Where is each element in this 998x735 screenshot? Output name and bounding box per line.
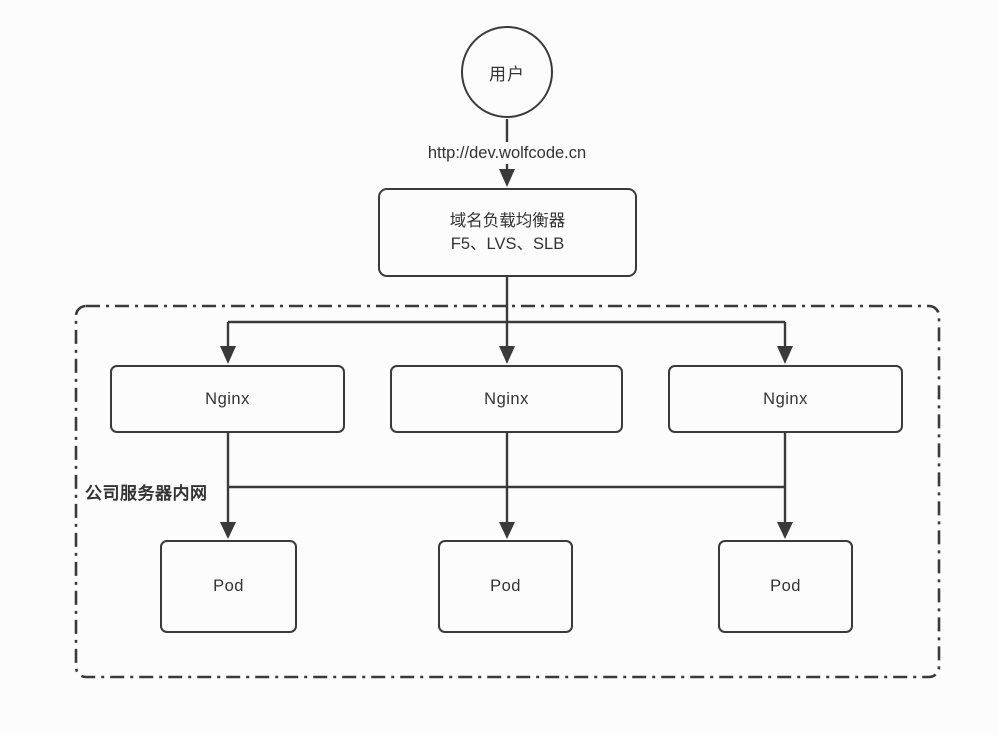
arrowhead-lb <box>499 169 515 187</box>
request-url-label: http://dev.wolfcode.cn <box>399 142 615 164</box>
nginx-node-2: Nginx <box>390 365 623 433</box>
pod-node-2: Pod <box>438 540 573 633</box>
arrowhead-pod-1 <box>220 522 236 539</box>
arrowhead-pod-2 <box>499 522 515 539</box>
nginx-node-1-label: Nginx <box>205 389 250 408</box>
pod-node-3: Pod <box>718 540 853 633</box>
load-balancer-subtitle: F5、LVS、SLB <box>450 234 565 253</box>
pod-node-2-label: Pod <box>490 577 521 595</box>
nginx-node-3-label: Nginx <box>763 389 808 408</box>
nginx-node-2-label: Nginx <box>484 389 529 408</box>
pod-node-1: Pod <box>160 540 297 633</box>
nginx-node-1: Nginx <box>110 365 345 433</box>
intranet-label: 公司服务器内网 <box>85 484 208 503</box>
arrowhead-nginx-2 <box>499 346 515 364</box>
user-node-label: 用户 <box>489 64 525 84</box>
arrowhead-nginx-1 <box>220 346 236 364</box>
pod-node-1-label: Pod <box>213 577 244 595</box>
load-balancer-node: 域名负载均衡器 F5、LVS、SLB <box>378 188 637 277</box>
user-node: 用户 <box>461 26 553 118</box>
arrowhead-nginx-3 <box>777 346 793 364</box>
load-balancer-title: 域名负载均衡器 <box>449 211 566 230</box>
pod-node-3-label: Pod <box>770 577 801 595</box>
nginx-node-3: Nginx <box>668 365 903 433</box>
intranet-boundary-box <box>74 304 941 679</box>
arrowhead-pod-3 <box>777 522 793 539</box>
